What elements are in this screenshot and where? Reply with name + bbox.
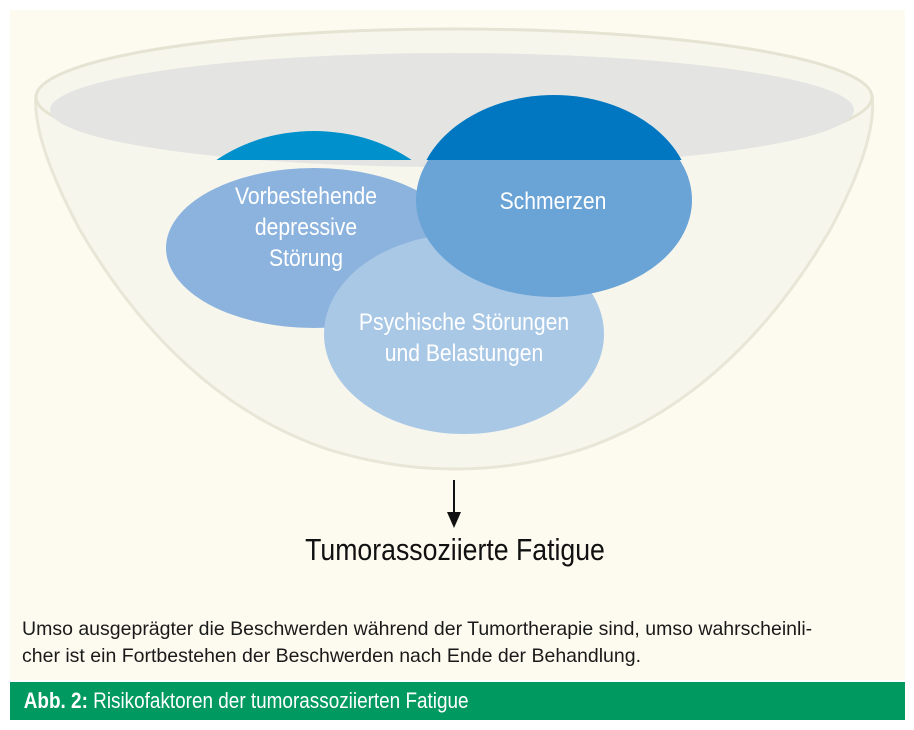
label-depressive-line-2: depressive [254,214,358,241]
label-psychological: Psychische Störungen und Belastungen [339,307,589,369]
label-depressive-line-1: Vorbestehende [234,183,378,210]
caption-text: Risikofaktoren der tumorassoziierten Fat… [93,688,469,713]
circle-pain-top [426,95,682,160]
circle-depressive-top [216,131,412,160]
label-depressive: Vorbestehende depressive Störung [209,181,403,274]
note-line-2: cher ist ein Fortbestehen der Beschwerde… [22,645,641,667]
explanatory-note: Umso ausgeprägter die Beschwerden währen… [22,616,892,670]
bowl-diagram [34,27,875,528]
label-pain-line-1: Schmerzen [499,188,607,215]
figure-caption: Abb. 2: Risikofaktoren der tumorassoziie… [10,682,905,720]
label-pain: Schmerzen [456,186,650,217]
outcome-label: Tumorassoziierte Fatigue [305,532,605,567]
circle-pain [416,160,692,297]
label-psychological-line-1: Psychische Störungen [358,309,570,336]
label-psychological-line-2: und Belastungen [384,340,544,367]
note-line-1: Umso ausgeprägter die Beschwerden währen… [22,618,813,640]
arrow-head-icon [447,512,461,528]
label-depressive-line-3: Störung [269,245,343,272]
caption-label: Abb. 2: [23,688,88,713]
